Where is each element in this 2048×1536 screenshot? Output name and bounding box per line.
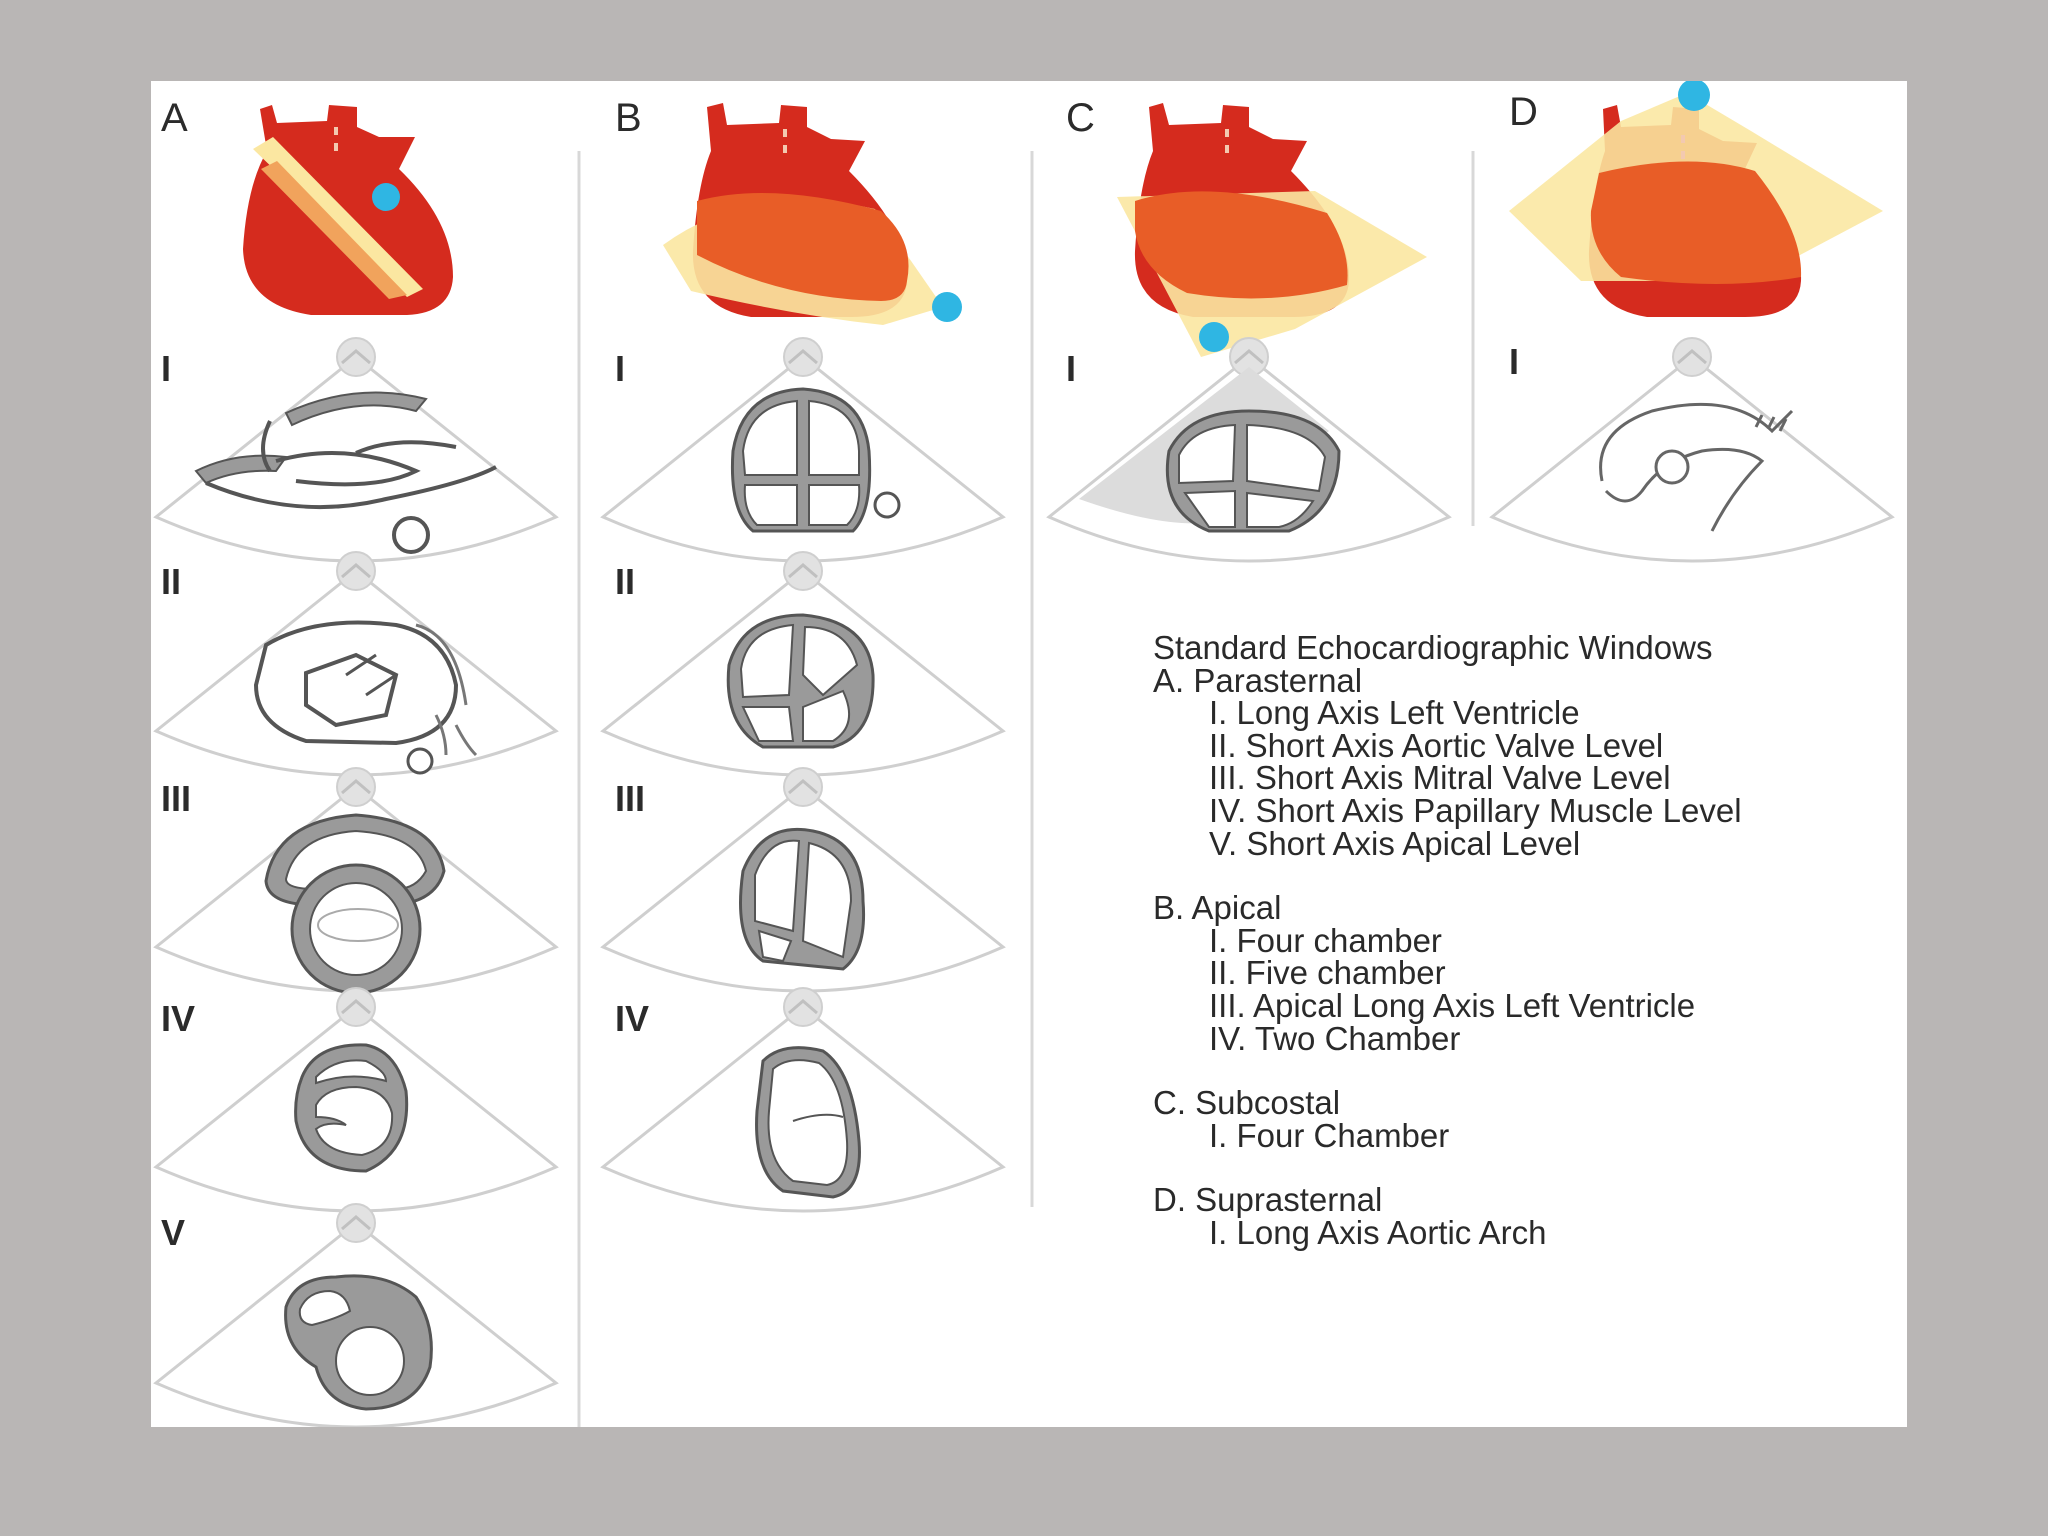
panel-letter-c: C <box>1066 96 1095 140</box>
legend-item: IV. Two Chamber <box>1209 1019 1461 1057</box>
legend-item: I. Long Axis Left Ventricle <box>1209 694 1580 732</box>
legend-item: V. Short Axis Apical Level <box>1209 824 1581 862</box>
echo-view-a3 <box>154 766 558 995</box>
legend-item: III. Short Axis Mitral Valve Level <box>1209 759 1671 797</box>
heart-icon-parasternal <box>243 105 453 315</box>
view-label-d1: I <box>1509 341 1519 382</box>
legend-heading-apical: B. Apical <box>1153 889 1282 927</box>
echo-view-b3 <box>601 766 1005 993</box>
legend: Standard Echocardiographic Windows A. Pa… <box>1153 629 1907 1251</box>
echo-view-c1 <box>1047 336 1451 563</box>
view-label-a1: I <box>161 348 171 389</box>
echo-view-a2 <box>154 550 558 777</box>
echo-figure: A B C D I II III IV V I II III <box>151 81 1907 1427</box>
echo-view-b4 <box>601 986 1005 1213</box>
view-label-a3: III <box>161 778 191 819</box>
heart-icon-subcostal <box>1117 103 1427 357</box>
view-label-c1: I <box>1066 348 1076 389</box>
legend-item: II. Short Axis Aortic Valve Level <box>1209 726 1664 764</box>
legend-heading-subcostal: C. Subcostal <box>1153 1084 1341 1122</box>
legend-item: I. Long Axis Aortic Arch <box>1209 1213 1547 1251</box>
echo-view-a1 <box>154 336 558 563</box>
legend-item: I. Four chamber <box>1209 921 1442 959</box>
legend-item: II. Five chamber <box>1209 954 1446 992</box>
view-label-b3: III <box>615 778 645 819</box>
view-label-a4: IV <box>161 998 195 1039</box>
legend-title: Standard Echocardiographic Windows <box>1153 629 1713 666</box>
diagram-art: A B C D I II III IV V I II III <box>154 81 1894 1427</box>
heart-icon-apical <box>663 103 962 325</box>
panel-letter-b: B <box>615 96 642 140</box>
legend-heading-parasternal: A. Parasternal <box>1153 661 1363 699</box>
view-label-b1: I <box>615 348 625 389</box>
view-label-a2: II <box>161 561 181 602</box>
legend-item: III. Apical Long Axis Left Ventricle <box>1209 986 1696 1024</box>
legend-item: I. Four Chamber <box>1209 1116 1450 1154</box>
view-label-b2: II <box>615 561 635 602</box>
panel-letter-a: A <box>161 96 188 140</box>
echo-view-a4 <box>154 986 558 1213</box>
legend-heading-suprasternal: D. Suprasternal <box>1153 1181 1383 1219</box>
echo-view-d1 <box>1490 336 1894 563</box>
echo-view-a5 <box>154 1202 558 1427</box>
panel-letter-d: D <box>1509 90 1538 134</box>
heart-icon-suprasternal <box>1509 81 1883 317</box>
view-label-a5: V <box>161 1212 185 1253</box>
echo-view-b2 <box>601 550 1005 777</box>
echo-view-b1 <box>601 336 1005 563</box>
legend-item: IV. Short Axis Papillary Muscle Level <box>1209 791 1742 829</box>
view-label-b4: IV <box>615 998 649 1039</box>
